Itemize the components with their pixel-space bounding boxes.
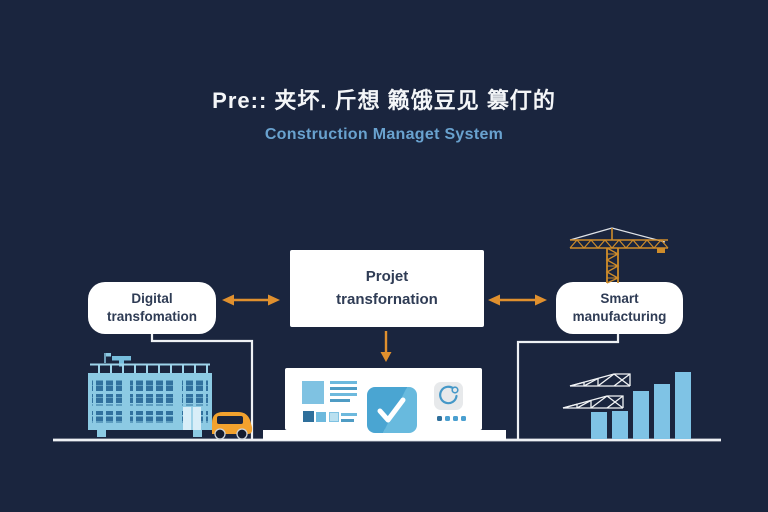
node-smart-manufacturing: Smart manufacturing (556, 282, 683, 334)
diagram-title: Pre:: 夹坏. 斤想 籁饿豆见 篡仃的 (212, 88, 556, 113)
dashboard-thumbnail (302, 381, 324, 404)
tower-crane-icon (569, 227, 669, 284)
node-digital-transformation: Digital transfomation (88, 282, 216, 334)
truss-icon (569, 373, 631, 387)
dashboard-text-line (330, 387, 357, 390)
bar (591, 412, 607, 439)
checkmark-tile (367, 387, 417, 433)
dashboard-base (263, 430, 506, 440)
node-label-line: transfornation (336, 290, 438, 308)
node-label-line: Projet (365, 268, 409, 285)
dashboard-tile (303, 411, 314, 422)
bar (633, 391, 649, 439)
dashboard-tile (329, 412, 339, 422)
dashboard-text-line (341, 419, 354, 422)
bar-chart (591, 371, 695, 439)
connector-right (516, 334, 620, 439)
diagram-subtitle: Construction Managet System (264, 126, 504, 143)
bidirectional-arrow-left (222, 294, 280, 306)
dashboard-text-line (330, 381, 357, 384)
node-label-line: manufacturing (572, 309, 667, 324)
office-building-icon (88, 353, 212, 437)
truss-icon (562, 395, 624, 409)
bar (654, 384, 670, 439)
checkmark-icon (377, 397, 406, 423)
sync-tile (434, 382, 463, 410)
bar (675, 372, 691, 439)
node-label-line: Digital (131, 291, 173, 307)
dashboard-tile (316, 412, 326, 422)
node-project-transformation: Projet transfornation (290, 250, 484, 327)
circular-sync-icon (439, 385, 459, 405)
car-icon (212, 412, 253, 440)
node-label-line: Smart (600, 291, 639, 307)
indicator-dots (437, 416, 466, 421)
dashboard-text-line (330, 399, 350, 402)
bidirectional-arrow-right (488, 294, 547, 306)
truss-icons (562, 373, 631, 409)
dashboard-panel (285, 368, 482, 433)
dashboard-text-line (341, 413, 357, 416)
dashboard-text-line (330, 393, 357, 396)
bar (612, 411, 628, 439)
down-arrow (380, 331, 392, 362)
connector-left (150, 334, 254, 439)
node-label-line: transfomation (106, 309, 197, 324)
